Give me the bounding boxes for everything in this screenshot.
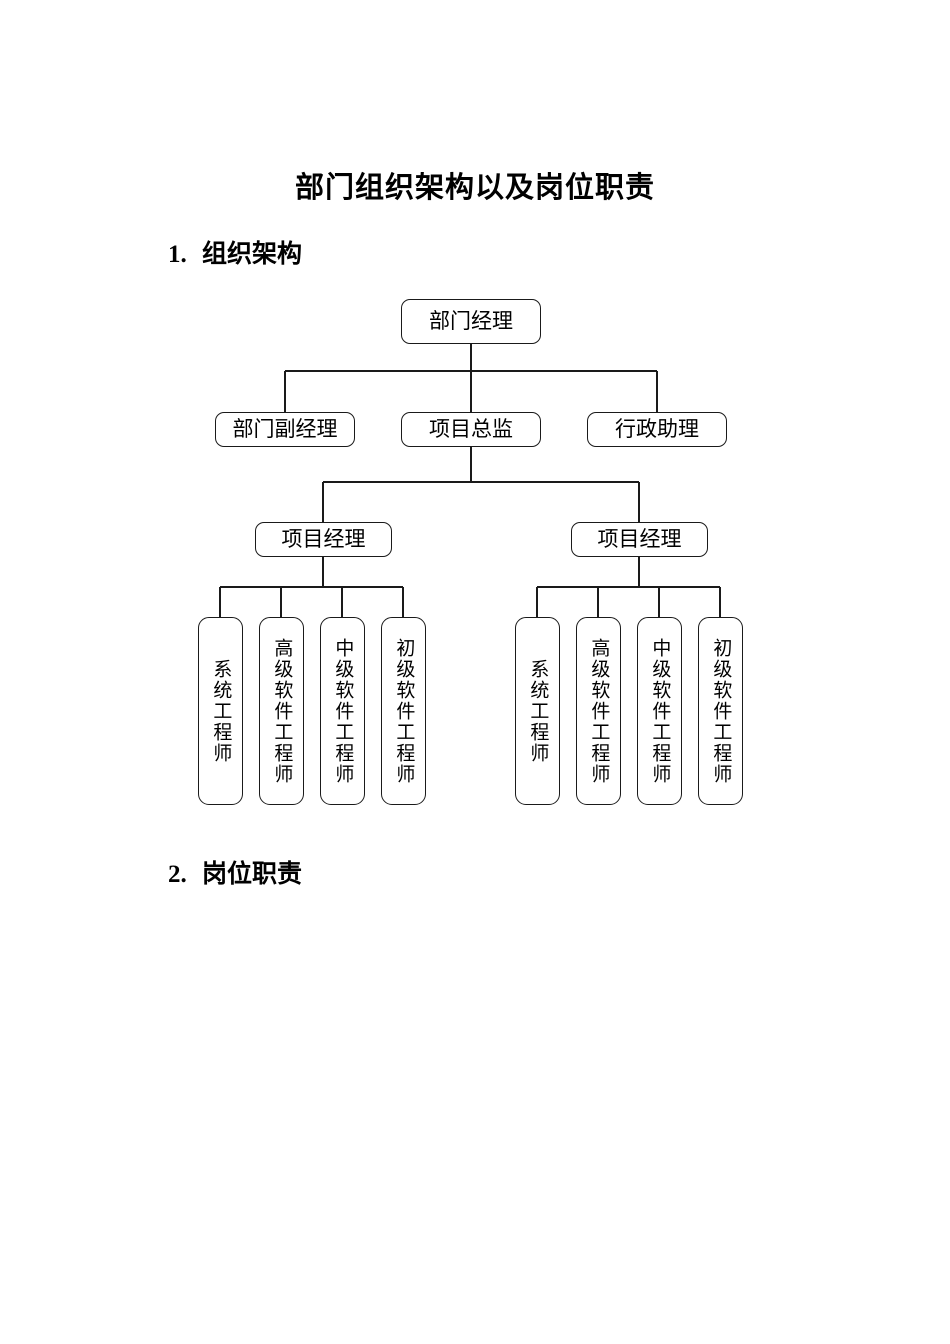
section-label: 岗位职责 xyxy=(202,861,303,888)
org-node-system-engineer-left[interactable]: 系统工程师 xyxy=(198,617,243,805)
page-title: 部门组织架构以及岗位职责 xyxy=(294,172,655,205)
org-node-junior-software-engineer-right[interactable]: 初级软件工程师 xyxy=(698,617,743,805)
org-node-department-manager[interactable]: 部门经理 xyxy=(401,299,541,344)
section-number: 2. xyxy=(168,861,187,888)
section-label: 组织架构 xyxy=(202,241,303,268)
org-node-senior-software-engineer-right[interactable]: 高级软件工程师 xyxy=(576,617,621,805)
org-node-project-manager-left[interactable]: 项目经理 xyxy=(255,522,392,557)
org-node-junior-software-engineer-left[interactable]: 初级软件工程师 xyxy=(381,617,426,805)
section-heading-organization-structure: 1. 组织架构 xyxy=(168,240,302,270)
section-heading-job-responsibilities: 2. 岗位职责 xyxy=(168,860,302,890)
section-number: 1. xyxy=(168,241,187,268)
org-node-project-manager-right[interactable]: 项目经理 xyxy=(571,522,708,557)
org-node-system-engineer-right[interactable]: 系统工程师 xyxy=(515,617,560,805)
org-node-project-director[interactable]: 项目总监 xyxy=(401,412,541,447)
org-node-administrative-assistant[interactable]: 行政助理 xyxy=(587,412,727,447)
org-node-intermediate-software-engineer-left[interactable]: 中级软件工程师 xyxy=(320,617,365,805)
org-node-deputy-department-manager[interactable]: 部门副经理 xyxy=(215,412,355,447)
org-node-intermediate-software-engineer-right[interactable]: 中级软件工程师 xyxy=(637,617,682,805)
org-node-senior-software-engineer-left[interactable]: 高级软件工程师 xyxy=(259,617,304,805)
